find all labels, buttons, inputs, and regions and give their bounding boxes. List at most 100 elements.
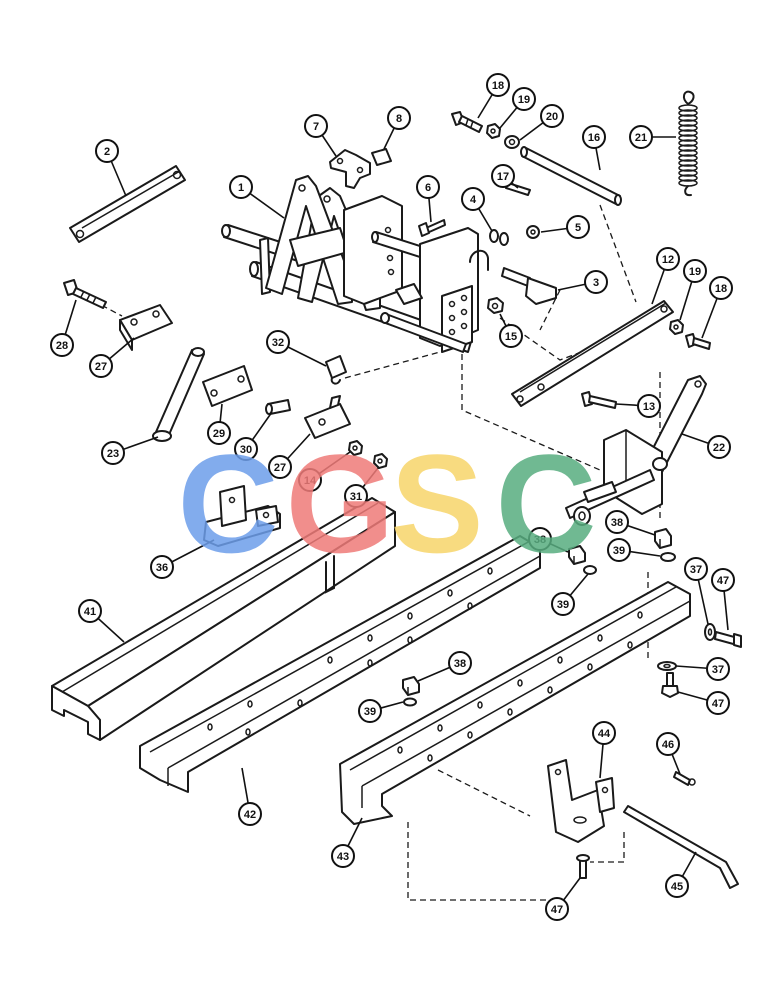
part-15-nut: [487, 297, 504, 314]
watermark-letter: G: [286, 425, 395, 582]
callout-18: 18: [701, 276, 733, 339]
callout-number: 32: [272, 337, 284, 349]
part-39-washer-left: [583, 565, 597, 575]
callout-number: 39: [364, 706, 376, 718]
callout-number: 43: [337, 851, 349, 863]
callout-30: 30: [234, 411, 273, 461]
callout-number: 44: [598, 728, 611, 740]
part-44-bracket: [547, 759, 615, 843]
callout-38: 38: [417, 651, 472, 682]
part-12-bar: [511, 300, 674, 407]
part-2-link-bar: [69, 165, 186, 243]
part-18-bolt-right: [685, 333, 711, 350]
callout-number: 42: [244, 809, 256, 821]
callout-number: 46: [662, 739, 674, 751]
callout-number: 47: [712, 698, 724, 710]
callout-number: 16: [588, 132, 600, 144]
callout-number: 38: [611, 517, 623, 529]
callout-6: 6: [416, 175, 440, 223]
callout-37: 37: [684, 557, 709, 625]
callout-number: 30: [240, 444, 252, 456]
part-42-channel: [139, 535, 541, 793]
part-19-nut-top: [486, 123, 501, 139]
callout-39: 39: [551, 573, 589, 616]
callout-number: 14: [304, 475, 317, 487]
callout-15: 15: [499, 313, 523, 348]
callout-32: 32: [266, 330, 327, 367]
callout-number: 5: [575, 222, 581, 234]
part-38-nut-right: [654, 528, 672, 549]
callout-44: 44: [592, 721, 616, 779]
callout-39: 39: [607, 538, 661, 562]
part-31-nut: [373, 453, 388, 469]
part-1-main-frame: [221, 175, 489, 353]
callout-number: 18: [492, 80, 504, 92]
callout-number: 20: [546, 111, 558, 123]
callout-number: 8: [396, 113, 402, 125]
callout-number: 27: [95, 361, 107, 373]
callout-31: 31: [344, 467, 379, 508]
callout-number: 38: [454, 658, 466, 670]
part-39-washer-middle: [403, 697, 417, 707]
callout-18: 18: [477, 73, 510, 119]
part-37-washer-lower: [657, 661, 677, 671]
callout-16: 16: [582, 125, 606, 171]
callout-27: 27: [89, 337, 135, 378]
part-7-bracket: [329, 149, 371, 189]
callout-19: 19: [499, 87, 536, 129]
callout-number: 37: [690, 564, 702, 576]
part-27-block-lower: [304, 395, 351, 439]
callout-39: 39: [358, 699, 404, 723]
part-41-tube: [51, 497, 396, 741]
part-21-spring: [678, 90, 698, 197]
callout-number: 1: [238, 182, 244, 194]
callout-number: 17: [497, 171, 509, 183]
callout-22: 22: [681, 433, 731, 459]
part-16-pin: [520, 146, 622, 206]
callout-7: 7: [304, 114, 337, 157]
callout-number: 23: [107, 448, 119, 460]
callout-41: 41: [78, 599, 125, 643]
callout-47: 47: [677, 691, 730, 715]
part-23-pin: [152, 347, 205, 442]
callouts: 18 19 20 21 16 7 8 2 17 1 6 4 5 3 12 19 …: [50, 73, 735, 921]
part-18-bolt-top: [451, 111, 483, 133]
callout-43: 43: [331, 817, 363, 868]
callout-number: 39: [613, 545, 625, 557]
callout-47: 47: [711, 568, 735, 631]
callout-number: 7: [313, 121, 319, 133]
callout-46: 46: [656, 732, 681, 775]
callout-42: 42: [238, 767, 262, 826]
watermark-letter: S: [390, 425, 483, 582]
part-38-nut-middle: [402, 676, 420, 696]
callout-number: 38: [534, 534, 546, 546]
callout-number: 19: [518, 94, 530, 106]
part-13-bolt: [581, 391, 617, 409]
callout-37: 37: [675, 657, 730, 681]
part-22-bell-crank: [565, 375, 707, 526]
callout-number: 31: [350, 491, 362, 503]
callout-number: 39: [557, 599, 569, 611]
part-45-rod: [623, 805, 739, 889]
callout-number: 19: [689, 266, 701, 278]
callout-number: 21: [635, 132, 647, 144]
callout-13: 13: [615, 394, 661, 418]
callout-29: 29: [207, 403, 231, 445]
callout-14: 14: [298, 451, 351, 492]
part-47-bolt-lower: [661, 672, 679, 698]
callout-number: 36: [156, 562, 168, 574]
callout-36: 36: [150, 539, 215, 579]
part-47-bolt-right: [714, 631, 742, 648]
part-37-washer-right: [704, 623, 716, 641]
callout-12: 12: [651, 247, 680, 305]
callout-38: 38: [605, 510, 656, 536]
part-20-washer: [504, 135, 520, 149]
watermark-logo: C G S C: [177, 425, 596, 582]
part-8-block: [371, 148, 392, 166]
callout-number: 12: [662, 254, 674, 266]
part-27-block-upper: [119, 304, 173, 351]
callout-number: 27: [274, 462, 286, 474]
callout-4: 4: [461, 187, 493, 232]
part-39-washer-right: [660, 552, 676, 562]
part-4-collars: [489, 229, 509, 246]
